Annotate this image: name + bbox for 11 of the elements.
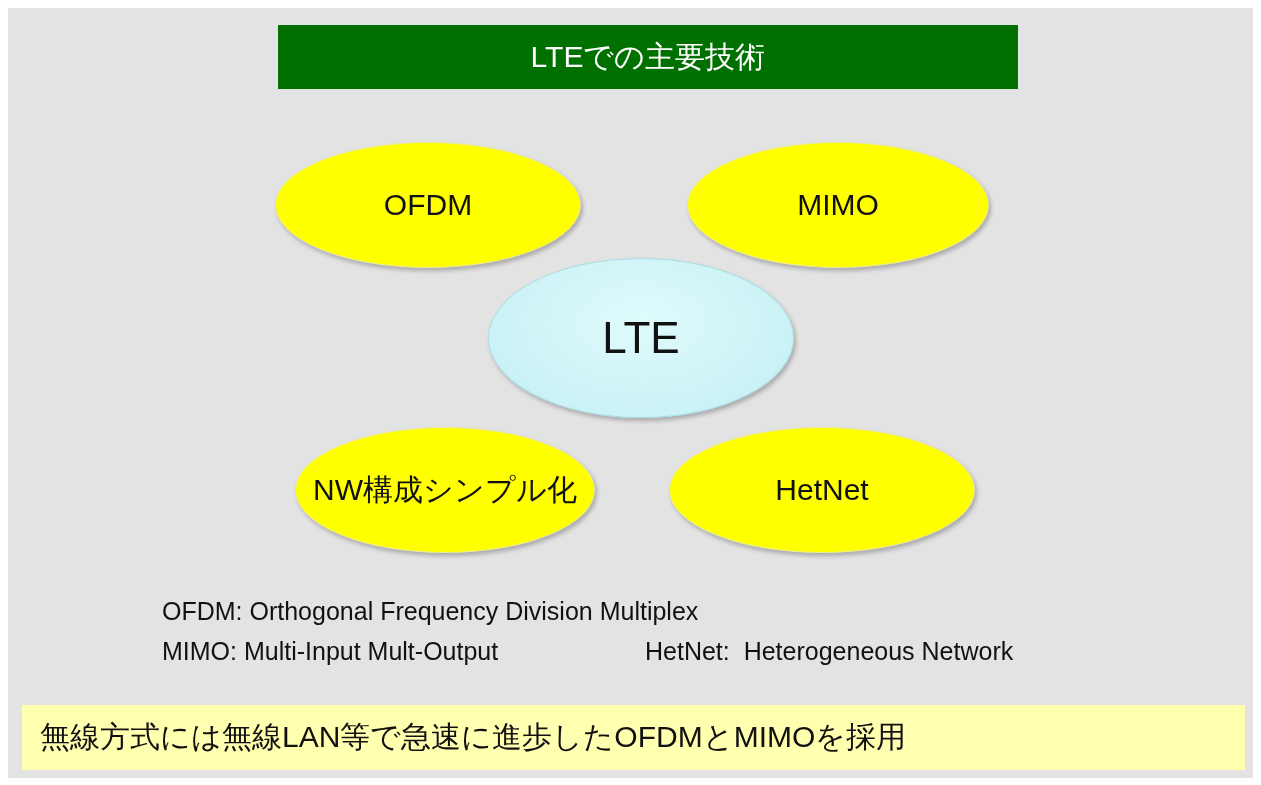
node-label: HetNet: [775, 473, 869, 507]
title-banner: LTEでの主要技術: [278, 25, 1018, 89]
node-label: LTE: [602, 313, 680, 363]
abbreviation-note: HetNet: Heterogeneous Network: [645, 637, 1014, 666]
node-label: NW構成シンプル化: [313, 471, 577, 508]
note-band: [22, 705, 1245, 770]
node-label: OFDM: [383, 188, 473, 222]
abbreviation-note: MIMO: Multi-Input Mult-Output: [162, 637, 499, 666]
abbreviation-note: OFDM: Orthogonal Frequency Division Multiplex: [162, 597, 699, 626]
node-label: MIMO: [797, 188, 879, 222]
note-text: 無線方式には無線LAN等で急速に進歩したOFDMとMIMOを採用: [40, 719, 907, 755]
